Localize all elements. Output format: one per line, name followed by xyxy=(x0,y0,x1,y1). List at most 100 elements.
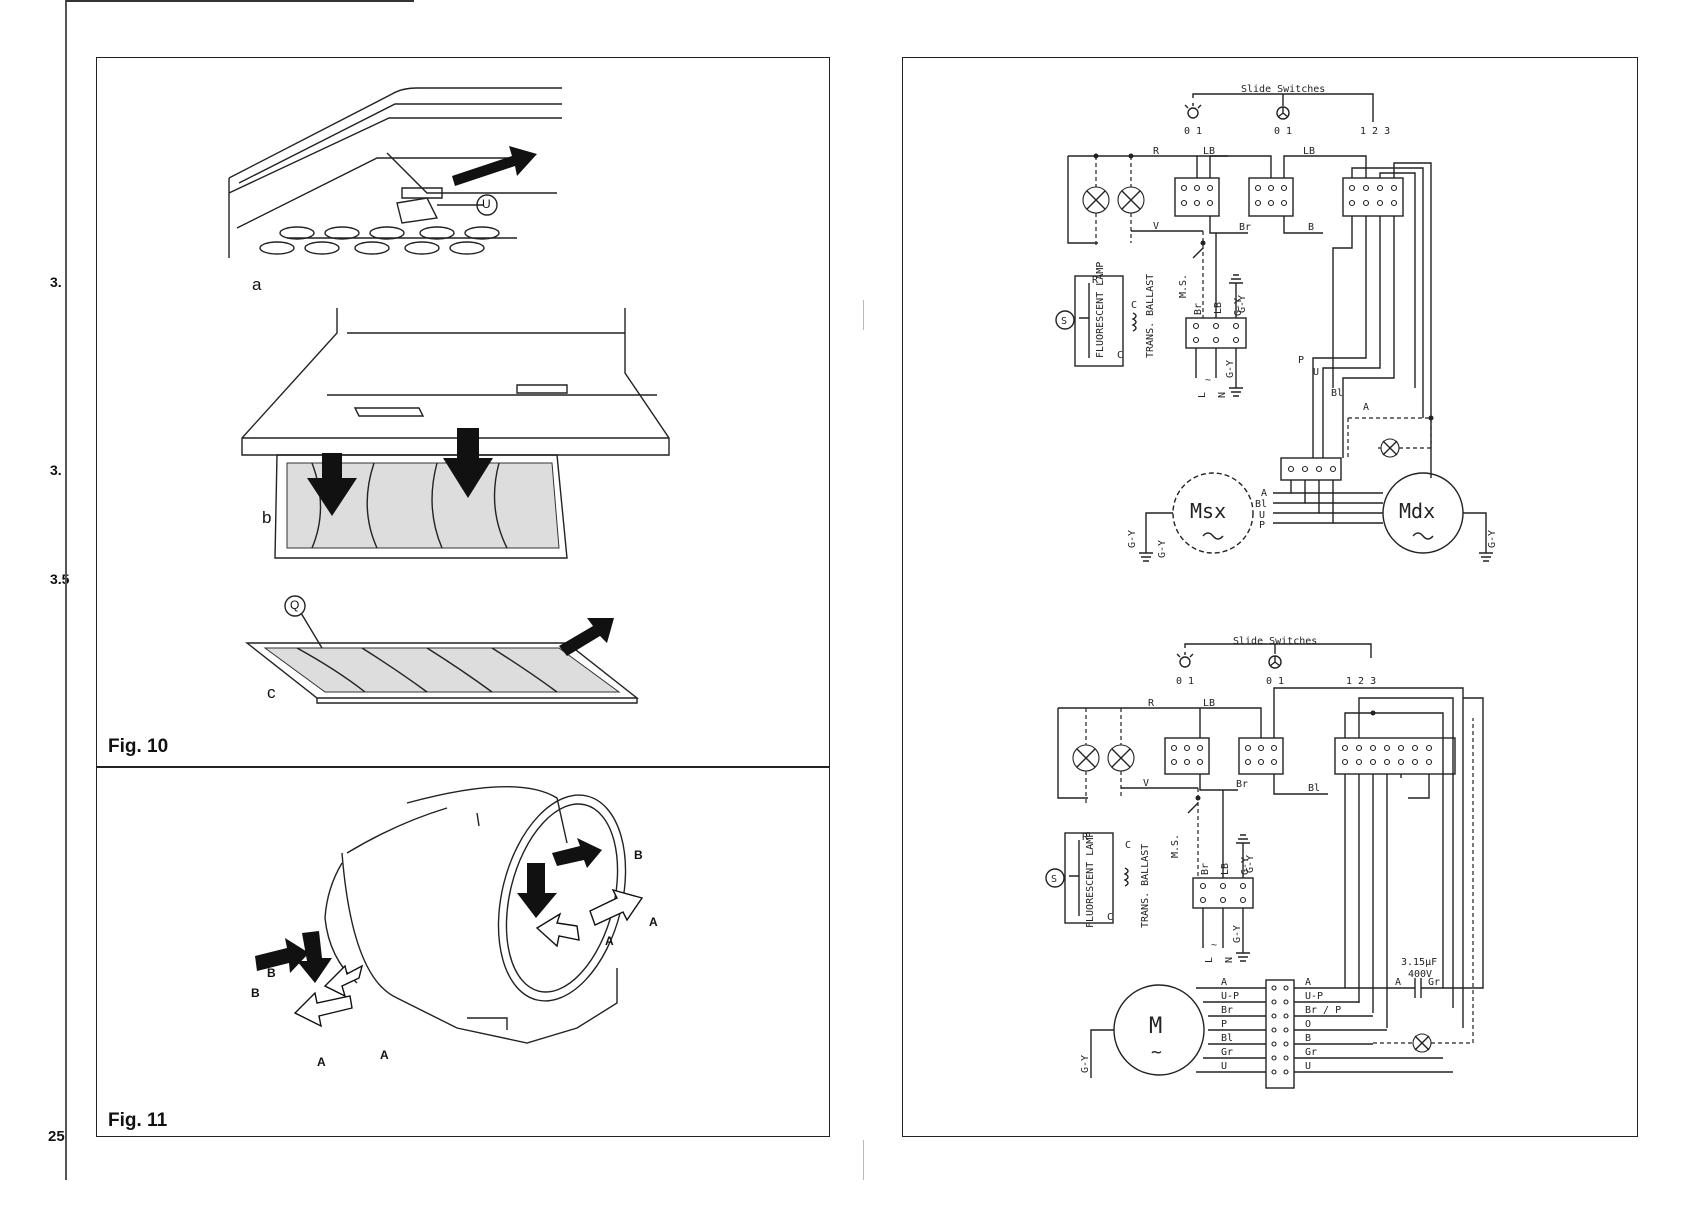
svg-text:G-Y: G-Y xyxy=(1127,530,1138,548)
svg-text:Bl: Bl xyxy=(1308,783,1320,794)
svg-text:FLUORESCENT LAMP: FLUORESCENT LAMP xyxy=(1095,262,1106,358)
svg-text:~: ~ xyxy=(1205,375,1211,386)
margin-label-1: 3. xyxy=(50,274,62,290)
fig10-sub-label-b: b xyxy=(262,508,272,527)
svg-text:G-Y: G-Y xyxy=(1080,1055,1091,1073)
margin-label-3: 3.5 xyxy=(50,571,70,587)
svg-text:A: A xyxy=(1305,977,1311,988)
left-margin-rule xyxy=(65,0,67,1180)
svg-text:S: S xyxy=(1061,316,1067,327)
svg-text:U-P: U-P xyxy=(1305,991,1323,1002)
fig11-label-b3: B xyxy=(251,986,260,1000)
svg-text:LB: LB xyxy=(1220,863,1231,875)
svg-text:L: L xyxy=(1204,957,1215,963)
svg-text:Bl: Bl xyxy=(1331,388,1343,399)
svg-text:U-P: U-P xyxy=(1221,991,1239,1002)
svg-text:Br / P: Br / P xyxy=(1305,1005,1341,1016)
svg-text:A: A xyxy=(1395,977,1401,988)
svg-text:LB: LB xyxy=(1303,146,1315,157)
svg-text:~: ~ xyxy=(1211,940,1217,951)
motor-right-label: Mdx xyxy=(1399,499,1435,523)
fig11-label-b2: B xyxy=(267,966,276,980)
svg-text:A: A xyxy=(1363,402,1369,413)
svg-text:M.S.: M.S. xyxy=(1170,834,1181,858)
svg-text:V: V xyxy=(1143,778,1149,789)
bottom-switch3-positions: 1 2 3 xyxy=(1346,676,1376,687)
motor-left-label: Msx xyxy=(1190,499,1226,523)
fig10-caption: Fig. 10 xyxy=(108,736,169,757)
svg-text:C: C xyxy=(1125,840,1131,851)
svg-text:R: R xyxy=(1153,146,1160,157)
svg-text:Bl: Bl xyxy=(1221,1033,1233,1044)
svg-text:G-Y: G-Y xyxy=(1237,295,1248,313)
top-switch1-positions: 0 1 xyxy=(1184,126,1202,137)
margin-label-2: 3. xyxy=(50,462,62,478)
svg-text:M.S.: M.S. xyxy=(1178,274,1189,298)
page-number: 25 xyxy=(48,1128,65,1145)
svg-text:C: C xyxy=(1117,350,1123,361)
bottom-fan-switch-icon xyxy=(1268,655,1282,669)
svg-text:Gr: Gr xyxy=(1428,977,1440,988)
svg-text:FLUORESCENT LAMP: FLUORESCENT LAMP xyxy=(1085,832,1096,928)
svg-text:Gr: Gr xyxy=(1305,1047,1317,1058)
svg-text:G-Y: G-Y xyxy=(1225,360,1236,378)
motor-tilde: ~ xyxy=(1151,1042,1162,1063)
wiring-diagrams: Slide Switches 0 1 0 1 1 2 3 R xyxy=(1045,84,1498,1089)
svg-text:LB: LB xyxy=(1203,698,1215,709)
fold-mark-top xyxy=(863,300,864,330)
svg-text:N: N xyxy=(1224,957,1235,963)
fig10-illustration xyxy=(228,87,670,704)
panel-divider xyxy=(97,766,829,768)
wiring-bottom: Slide Switches 0 1 0 1 1 2 3 R xyxy=(1045,636,1484,1089)
svg-text:A: A xyxy=(1261,488,1267,499)
svg-text:S: S xyxy=(1051,874,1057,885)
bottom-switch1-positions: 0 1 xyxy=(1176,676,1194,687)
svg-text:Br: Br xyxy=(1236,779,1248,790)
bottom-switch2-positions: 0 1 xyxy=(1266,676,1284,687)
svg-text:G-Y: G-Y xyxy=(1157,540,1168,558)
svg-text:G-Y: G-Y xyxy=(1233,298,1244,316)
svg-text:TRANS. BALLAST: TRANS. BALLAST xyxy=(1140,844,1151,928)
svg-text:L: L xyxy=(1197,392,1208,398)
svg-text:U: U xyxy=(1259,510,1265,521)
svg-text:U: U xyxy=(1313,367,1319,378)
svg-text:Br: Br xyxy=(1221,1005,1233,1016)
capacitor-value: 3.15µF xyxy=(1401,957,1437,968)
fig11-label-a4: A xyxy=(317,1055,326,1069)
right-panel: Slide Switches 0 1 0 1 1 2 3 R xyxy=(902,57,1638,1137)
svg-text:C: C xyxy=(1107,912,1113,923)
svg-text:P: P xyxy=(1298,355,1304,366)
motor-label: M xyxy=(1149,1014,1162,1039)
top-fan-switch-icon xyxy=(1276,106,1290,120)
wiring-top: Slide Switches 0 1 0 1 1 2 3 R xyxy=(1055,84,1498,562)
fig11-label-a2: A xyxy=(605,934,614,948)
top-lamp-switch-icon xyxy=(1184,103,1202,119)
fig11-caption: Fig. 11 xyxy=(108,1110,168,1131)
svg-text:LB: LB xyxy=(1213,302,1224,314)
svg-text:Gr: Gr xyxy=(1221,1047,1233,1058)
callout-q: Q xyxy=(290,598,300,612)
svg-text:Bl: Bl xyxy=(1255,499,1267,510)
svg-text:U: U xyxy=(1221,1061,1227,1072)
svg-text:Br: Br xyxy=(1193,303,1204,315)
capacitor-voltage: 400V xyxy=(1408,969,1432,980)
top-switch2-positions: 0 1 xyxy=(1274,126,1292,137)
svg-text:N: N xyxy=(1217,392,1228,398)
fig10-sub-label-c: c xyxy=(267,683,276,702)
svg-text:B: B xyxy=(1308,222,1314,233)
svg-text:TRANS. BALLAST: TRANS. BALLAST xyxy=(1145,274,1156,358)
fig11-label-a1: A xyxy=(649,915,658,929)
fold-mark-bottom xyxy=(863,1140,864,1180)
svg-text:R: R xyxy=(1082,832,1089,843)
svg-text:B: B xyxy=(1305,1033,1311,1044)
svg-text:LB: LB xyxy=(1203,146,1215,157)
svg-text:G-Y: G-Y xyxy=(1240,857,1251,875)
svg-text:C: C xyxy=(1131,300,1137,311)
svg-text:P: P xyxy=(1221,1019,1227,1030)
svg-text:P: P xyxy=(1259,520,1265,531)
svg-text:U: U xyxy=(1305,1061,1311,1072)
top-title: Slide Switches xyxy=(1241,84,1325,95)
fig11-fan-unit xyxy=(255,785,644,1044)
fig11-label-a3: A xyxy=(380,1048,389,1062)
svg-text:A: A xyxy=(1221,977,1227,988)
